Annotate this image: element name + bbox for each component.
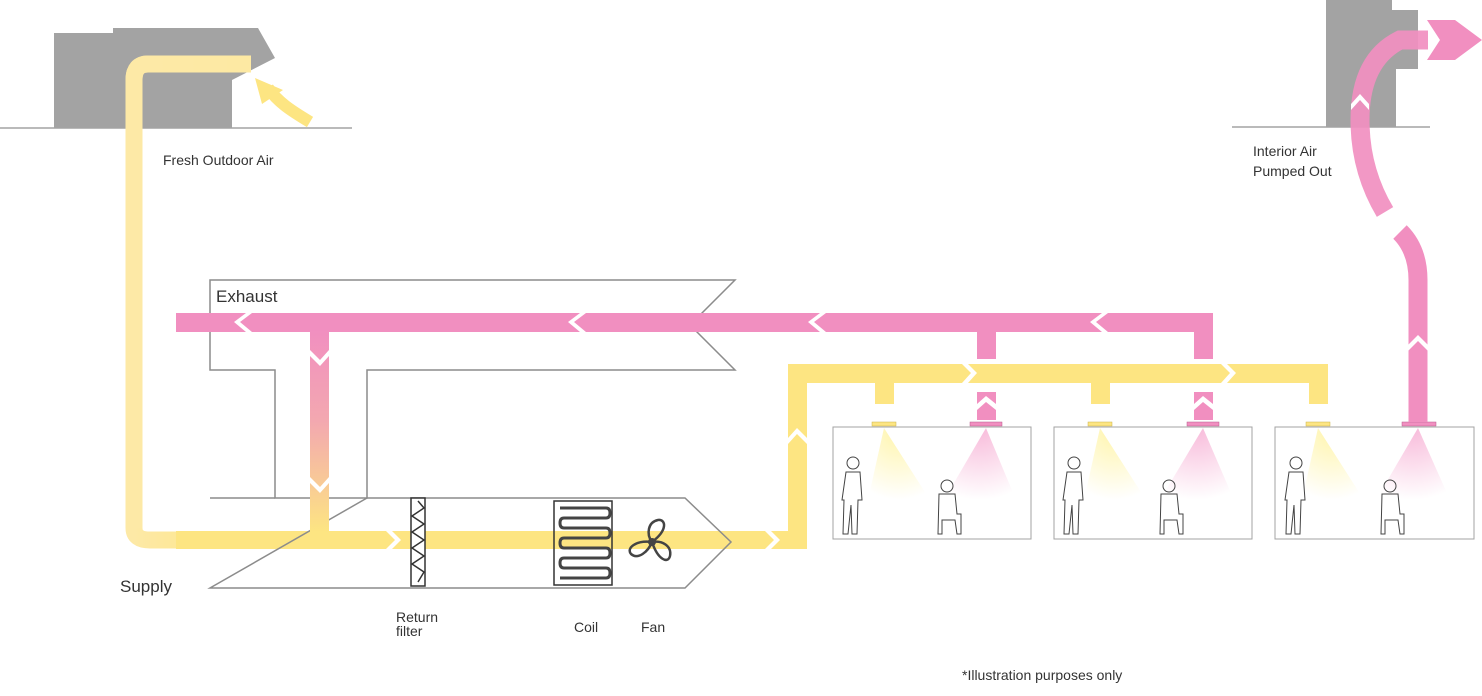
person-seated <box>937 479 962 535</box>
return-filter-label-line2: filter <box>396 623 423 639</box>
exhaust-label: Exhaust <box>216 287 278 306</box>
air-handler-unit <box>207 497 733 589</box>
supply-direction-chevrons <box>386 364 1328 549</box>
exhaust-flow-main <box>176 313 1213 359</box>
cooling-coil-icon <box>553 500 613 586</box>
room-2 <box>1053 421 1253 540</box>
fan-icon <box>628 518 672 562</box>
return-filter-icon <box>410 497 426 587</box>
exhaust-direction-chevrons <box>234 313 1108 332</box>
footnote: *Illustration purposes only <box>962 667 1122 683</box>
fresh-air-intake-arrow <box>255 78 314 128</box>
supply-air-cone <box>1302 428 1364 500</box>
return-air-cone <box>1160 428 1234 500</box>
room-1 <box>832 421 1032 540</box>
fan-label: Fan <box>641 619 665 635</box>
return-filter-label-line1: Return <box>396 609 438 625</box>
person-seated <box>1380 479 1405 535</box>
interior-air-label-line1: Interior Air <box>1253 143 1317 159</box>
return-vent-stubs <box>977 392 1213 420</box>
person-standing <box>1284 456 1306 535</box>
person-standing <box>1062 456 1084 535</box>
supply-label: Supply <box>120 577 172 596</box>
supply-duct-flow <box>125 55 788 549</box>
fresh-outdoor-air-label: Fresh Outdoor Air <box>163 152 274 168</box>
return-mix-riser <box>310 330 329 532</box>
supply-air-cone <box>868 428 930 500</box>
supply-air-cone <box>1084 428 1146 500</box>
return-air-cone <box>944 428 1016 500</box>
person-standing <box>841 456 863 535</box>
interior-air-label-line2: Pumped Out <box>1253 163 1332 179</box>
intake-roof-structure <box>0 28 352 129</box>
room-3 <box>1274 421 1475 540</box>
exhaust-riser <box>1350 20 1482 422</box>
supply-flow-to-rooms <box>788 364 1328 549</box>
exhaust-duct-outline <box>209 279 737 499</box>
coil-label: Coil <box>574 619 598 635</box>
person-seated <box>1159 479 1184 535</box>
exhaust-roof-structure <box>1232 0 1430 128</box>
